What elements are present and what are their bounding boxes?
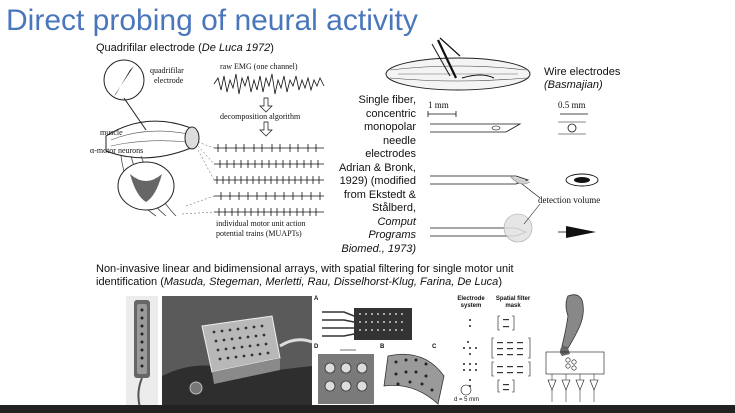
label-motor-neurons: α-motor neurons	[90, 146, 144, 155]
label-muscle: muscle	[100, 128, 123, 137]
needle-caption-line: needle	[382, 134, 416, 147]
label-muapt-line1: individual motor unit action	[216, 219, 306, 228]
panel-label-b: B	[380, 344, 385, 350]
wire-caption-line1: Wire electrodes	[544, 66, 621, 78]
needle-caption-line: Stålberd,	[371, 202, 416, 214]
bottom-bar	[0, 405, 735, 413]
wire-electrode-diagram	[385, 37, 531, 91]
col-electrode-system: Electrode system	[457, 296, 485, 309]
label-decomposition: decomposition algorithm	[220, 112, 301, 121]
needle-caption-line: Comput	[377, 215, 416, 228]
label-raw-emg: raw EMG (one channel)	[220, 62, 298, 71]
label-quadrifilar: quadrifilar	[150, 66, 184, 75]
label-electrode: electrode	[154, 76, 184, 85]
needle-caption-line: Programs	[368, 229, 416, 241]
quadrifilar-caption-suffix: )	[270, 42, 274, 54]
label-05mm: 0.5 mm	[558, 100, 586, 110]
quadrifilar-caption: Quadrifilar electrode (De Luca 1972)	[96, 42, 274, 55]
linear-array-photo	[126, 296, 158, 408]
needle-caption: Single fiber, concentric monopolar needl…	[326, 94, 416, 256]
needle-electrodes-figure: 1 mm 0.5 mm detection volume	[420, 100, 620, 250]
arrays-caption: Non-invasive linear and bidimensional ar…	[96, 263, 696, 289]
quadrifilar-figure: quadrifilar electrode raw EMG (one chann…	[86, 56, 346, 256]
quadrifilar-caption-cite: De Luca 1972	[201, 42, 271, 54]
needle-caption-line: concentric	[365, 107, 416, 120]
quadrifilar-diagram	[103, 59, 325, 217]
needle-caption-line: Single fiber,	[358, 94, 416, 106]
needle-electrodes-diagram	[427, 111, 599, 243]
array-panels-figure: A D B C	[314, 296, 448, 406]
needle-caption-line: monopolar	[364, 121, 416, 133]
spatial-filter-figure: Electrode system Spatial filter mask d =…	[450, 296, 536, 406]
quadrifilar-caption-prefix: Quadrifilar electrode (	[96, 42, 202, 54]
arrays-caption-line2: identification (Masuda, Stegeman, Merlet…	[96, 276, 502, 288]
needle-caption-line: Adrian & Bronk,	[338, 161, 416, 174]
arm-amplifier-figure	[538, 290, 610, 406]
slide-title: Direct probing of neural activity	[6, 4, 418, 37]
needle-caption-line: Biomed., 1973)	[341, 242, 416, 255]
panel-label-a: A	[314, 296, 319, 302]
wire-caption-line2: (Basmajian)	[544, 79, 603, 91]
needle-caption-line: electrodes	[365, 148, 416, 160]
label-muapt-line2: potential trains (MUAPTs)	[216, 229, 302, 238]
grid-array-photo	[162, 296, 312, 406]
needle-caption-line: 1929) (modified	[339, 175, 416, 187]
panel-label-d: D	[314, 344, 319, 350]
label-detection-volume: detection volume	[538, 195, 601, 205]
needle-caption-line: from Ekstedt &	[343, 188, 416, 201]
label-d-5mm: d = 5 mm	[454, 397, 480, 403]
panel-label-c: C	[432, 344, 437, 350]
label-1mm: 1 mm	[428, 100, 449, 110]
wire-electrode-figure	[378, 34, 538, 96]
arrays-caption-line1: Non-invasive linear and bidimensional ar…	[96, 263, 514, 275]
col-spatial-filter: Spatial filter mask	[495, 296, 531, 309]
